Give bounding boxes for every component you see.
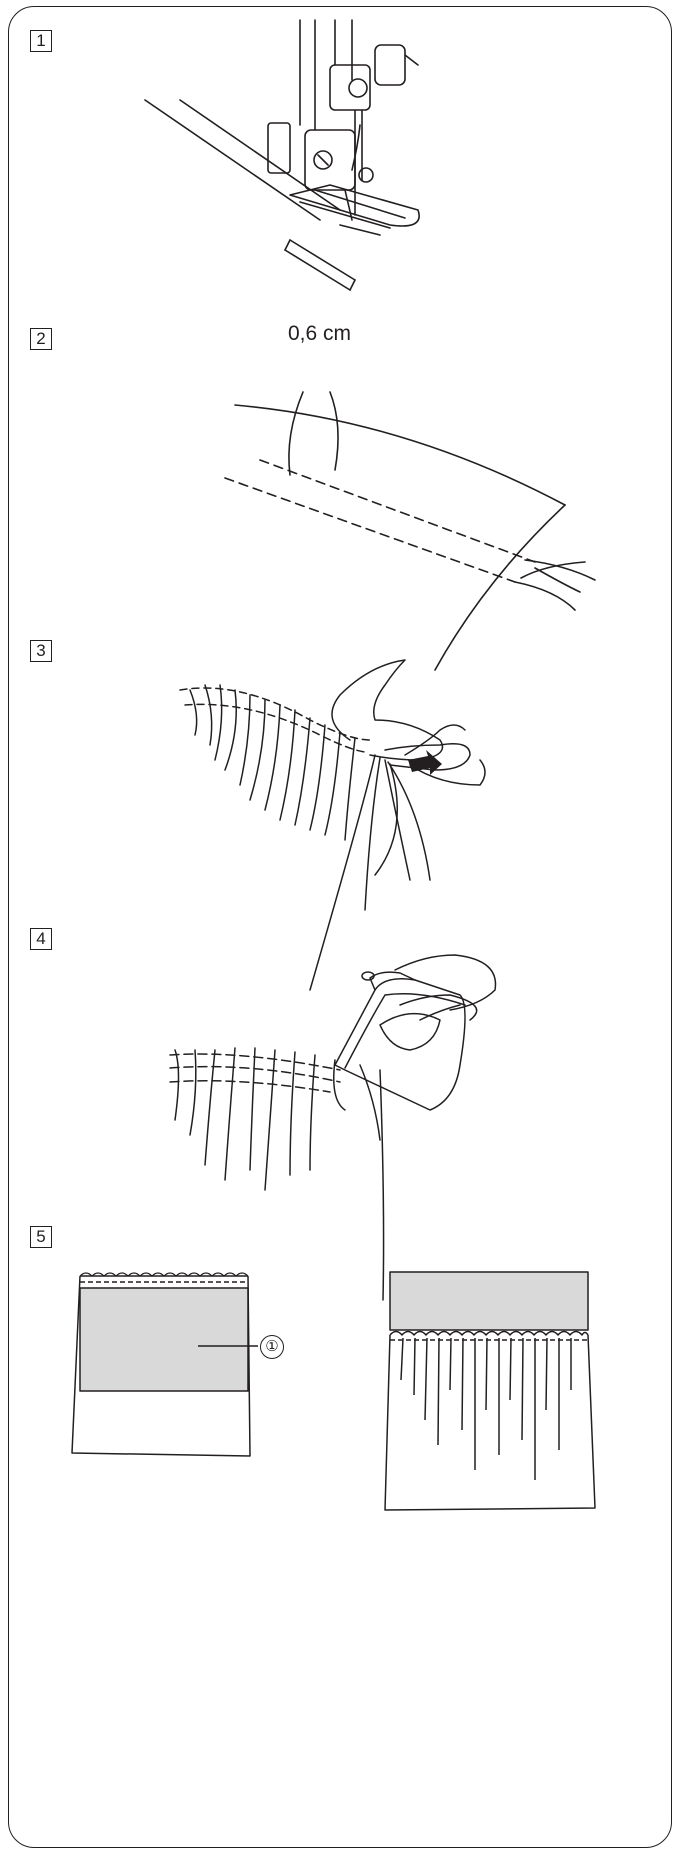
callout-1: ① [260,1335,284,1359]
skirt-on-bodice-illustration [78,1268,308,1463]
presser-foot-illustration [140,20,440,300]
pulling-bobbin-threads-illustration [180,660,510,990]
basting-stitches-illustration [225,340,605,670]
bodice-on-gathered-skirt-illustration [385,1270,600,1515]
step-number-4: 4 [30,928,52,950]
step-number-3: 3 [30,640,52,662]
step-number-1: 1 [30,30,52,52]
step-number-2: 2 [30,328,52,350]
ironing-gathers-illustration [170,950,500,1300]
step-number-5: 5 [30,1226,52,1248]
